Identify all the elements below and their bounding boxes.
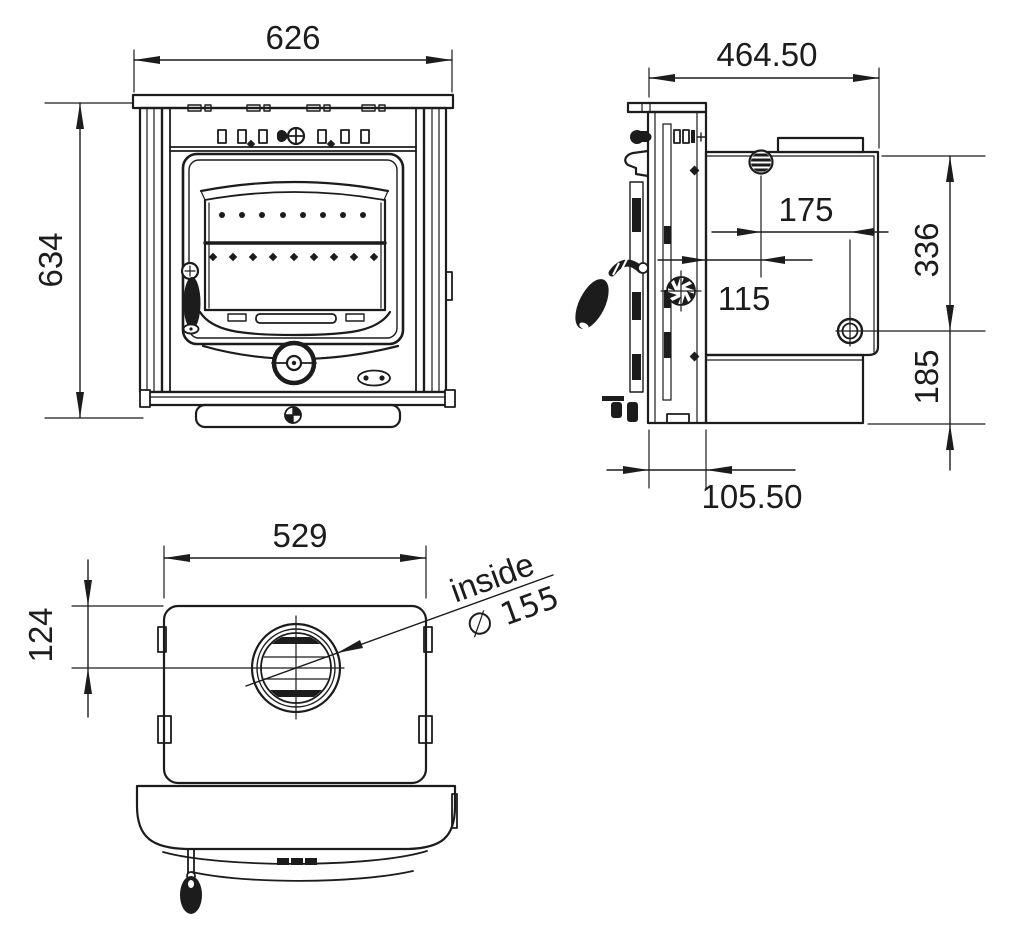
glass-rivet-dots	[219, 212, 366, 218]
dim-top-width-text: 529	[272, 517, 327, 554]
side-front-frame	[646, 110, 708, 425]
side-hinge-hardware	[624, 130, 652, 393]
door-handle	[180, 261, 201, 335]
vent-diamond-right	[326, 139, 336, 149]
front-plinth	[139, 389, 456, 429]
dim-side-heights: 336 185	[835, 155, 986, 471]
dim-flue-from-front: 115	[657, 256, 813, 317]
front-right-trim	[422, 106, 453, 394]
dim-front-width: 626	[133, 19, 453, 93]
air-control-knob-icon	[276, 126, 306, 146]
vent-diamond-left	[246, 139, 256, 149]
dim-flue-depth: 124	[22, 559, 247, 718]
plinth-screw-icon	[284, 406, 302, 424]
dim-hearth-projection-text: 105.50	[702, 478, 803, 515]
dim-lower-height-text: 185	[908, 349, 945, 404]
top-tab-upper-left	[157, 626, 167, 653]
leader-arrow	[337, 640, 363, 653]
front-side-catch	[445, 271, 453, 301]
front-air-vent-row	[217, 126, 370, 149]
dim-flue-offset: 175	[711, 175, 889, 347]
side-flange-plate	[626, 101, 708, 114]
side-bottom-hardware	[602, 396, 638, 422]
dim-top-width: 529	[163, 517, 427, 599]
side-view: 464.50 175 115 336 185	[575, 36, 986, 515]
door-sill	[198, 310, 392, 337]
fascia-side-bracket	[451, 793, 458, 829]
dim-side-depth: 464.50	[648, 36, 880, 149]
top-view: 529 124 inside ∅ 155	[22, 517, 564, 914]
side-vent-slots	[673, 129, 706, 144]
dim-front-width-text: 626	[265, 19, 320, 56]
frame-diamond-upper	[689, 165, 700, 176]
front-view: 626 634	[32, 19, 456, 429]
flue-spigot-side	[748, 149, 774, 175]
top-tab-lower-left	[157, 715, 172, 744]
dim-front-height: 634	[32, 102, 144, 419]
door-glass	[198, 180, 392, 337]
ash-lip	[194, 403, 402, 429]
top-door-handle	[180, 848, 202, 914]
flue-outlet	[245, 615, 345, 720]
dim-front-height-text: 634	[32, 232, 69, 287]
fan-vent-icon	[660, 270, 702, 312]
front-lower-panel	[201, 340, 400, 387]
top-body-outline	[162, 604, 428, 785]
top-tab-lower-right	[418, 715, 433, 744]
dim-flue-offset-text: 175	[778, 191, 833, 228]
dim-side-depth-text: 464.50	[717, 36, 818, 73]
glass-diamond-studs	[208, 252, 379, 262]
dim-flue-depth-text: 124	[22, 607, 59, 662]
frame-diamond-lower	[689, 351, 700, 362]
side-body-lower	[704, 353, 865, 425]
dim-hearth-projection: 105.50	[606, 429, 803, 515]
dim-flue-from-front-text: 115	[718, 280, 771, 317]
side-body-upper	[704, 150, 880, 357]
badge-plate	[357, 369, 391, 387]
dim-upper-height-text: 336	[908, 222, 945, 277]
top-baffle-box	[776, 136, 865, 154]
top-fascia	[135, 784, 458, 882]
front-left-trim	[138, 106, 164, 394]
top-tab-upper-right	[423, 626, 433, 653]
side-door-handle	[575, 258, 649, 330]
riddling-knob	[271, 340, 317, 386]
frame-bottom-step	[666, 413, 690, 424]
